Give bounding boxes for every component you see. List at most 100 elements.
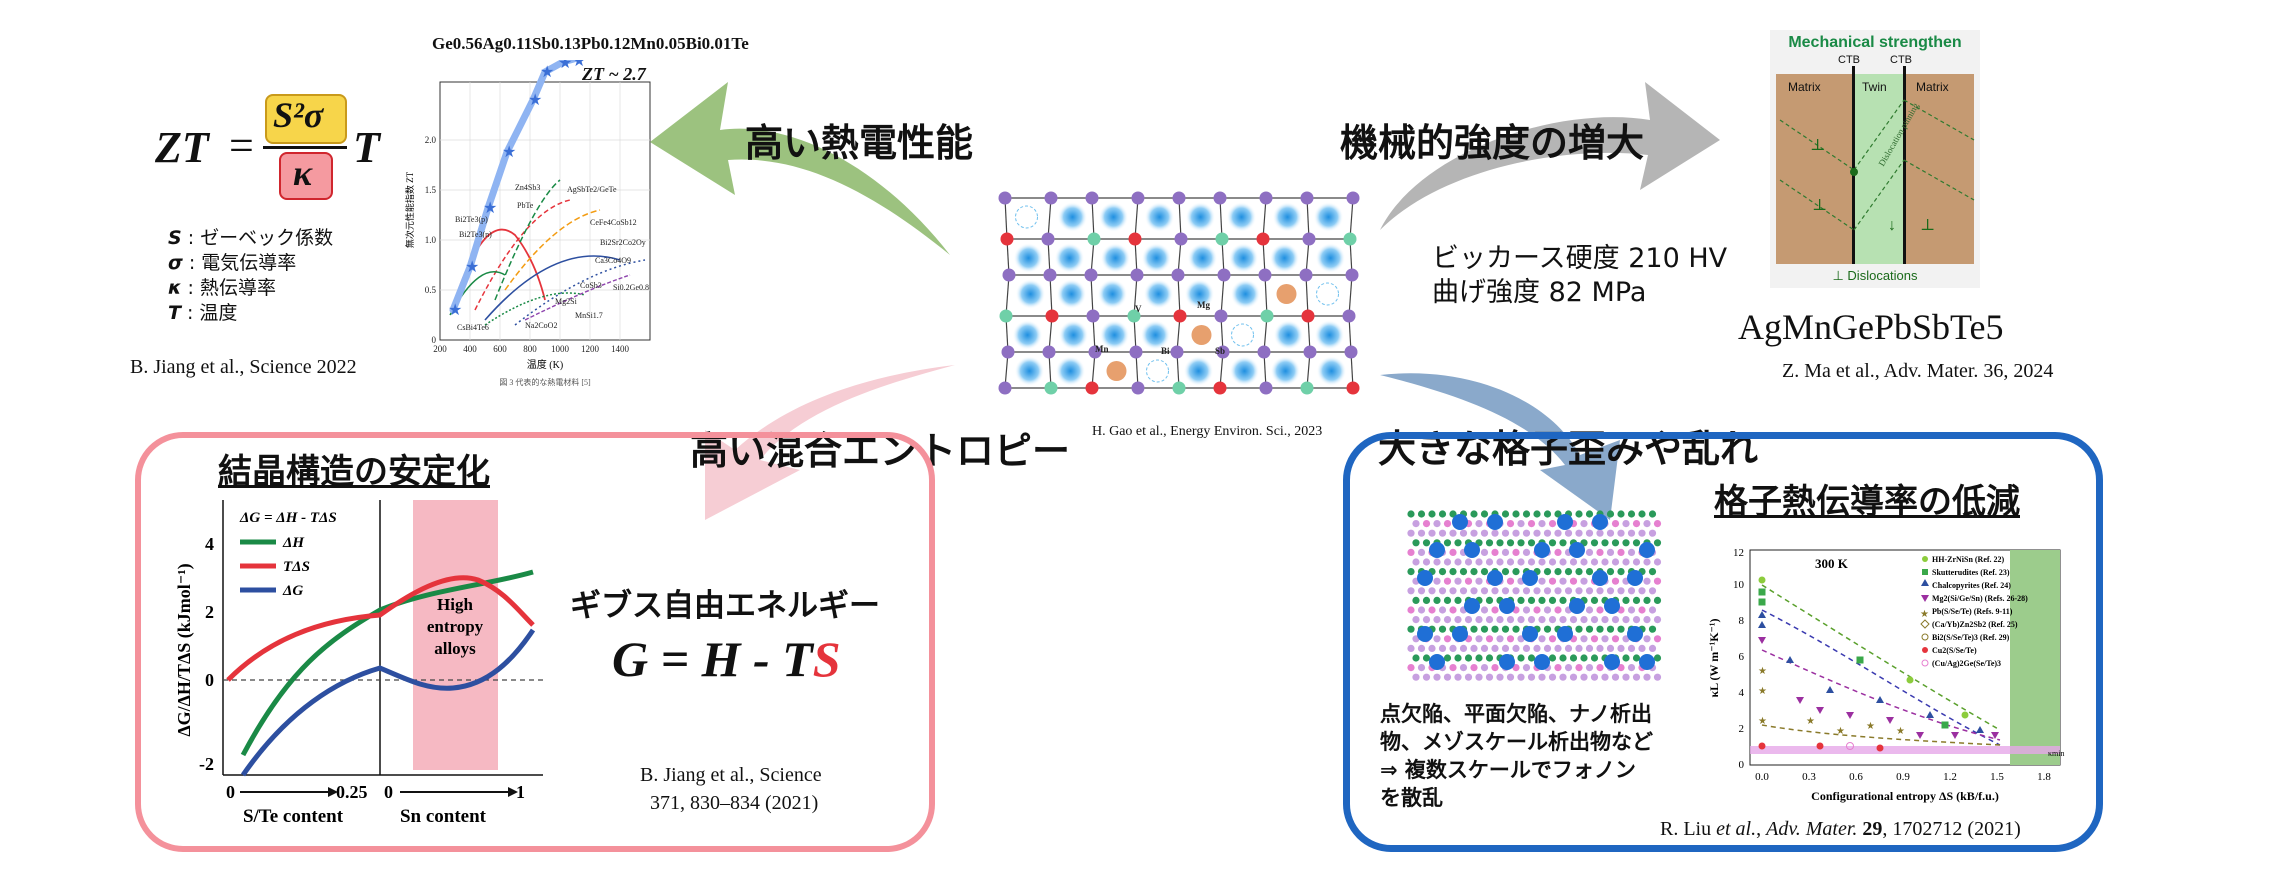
crystal-atom: [1543, 625, 1552, 633]
crystal-atom: [1580, 616, 1588, 624]
stab-chart: High entropy alloys ΔG = ΔH - TΔS ΔH TΔS…: [174, 500, 543, 827]
stab-xlabel-left: S/Te content: [243, 806, 344, 827]
lattice-cell-atom: [1015, 279, 1046, 309]
crystal-large-atom: [1464, 598, 1480, 614]
crystal-atom: [1454, 596, 1462, 604]
crystal-atom: [1585, 664, 1594, 672]
lat-title: 格子熱伝導率の低減: [1714, 482, 2020, 522]
crystal-atom: [1512, 625, 1520, 633]
crystal-atom: [1653, 577, 1662, 585]
crystal-atom: [1506, 616, 1515, 624]
kappa-point: [1856, 656, 1864, 664]
lattice-bond: [1178, 197, 1182, 240]
crystal-large-atom: [1627, 626, 1643, 642]
crystal-atom: [1617, 587, 1625, 595]
lattice-cell-atom: [1055, 356, 1086, 386]
crystal-atom: [1543, 606, 1552, 614]
svg-text:600: 600: [493, 344, 507, 354]
svg-text:Bi2Te3(n): Bi2Te3(n): [459, 230, 492, 239]
kappa-point: ★: [1758, 686, 1767, 697]
kappa-chart: κmin 300 K ★★★★★★★ HH-ZrNiSn (Ref. 22) S…: [1707, 547, 2064, 803]
lattice-node-atom: [1344, 345, 1358, 359]
crystal-atom: [1428, 587, 1436, 595]
lattice-cell-atom: [1097, 279, 1128, 309]
lattice-bond: [1005, 274, 1010, 317]
zt-legend-sigma: σ: 電気伝導率: [168, 252, 297, 274]
crystal-atom: [1554, 568, 1562, 576]
hea-series-line: [449, 60, 580, 314]
lattice-bond: [1004, 197, 1008, 240]
lattice-cell-atom: [1100, 243, 1131, 273]
crystal-atom: [1590, 616, 1599, 624]
top-chart-frame: [439, 81, 651, 341]
crystal-large-atom: [1452, 514, 1468, 530]
crystal-atom: [1580, 654, 1588, 662]
center-lattice: V Mg Mn Bi Sb: [998, 191, 1360, 395]
svg-text:2.0: 2.0: [425, 135, 437, 145]
crystal-structure: [1407, 510, 1662, 681]
crystal-atom: [1564, 587, 1573, 595]
kmin-label: κmin: [2048, 749, 2064, 758]
crystal-atom: [1480, 644, 1489, 652]
svg-text:1.2: 1.2: [1943, 771, 1957, 783]
crystal-atom: [1643, 616, 1651, 624]
gibbs-eq-g: G: [612, 631, 649, 687]
crystal-atom: [1638, 529, 1646, 537]
crystal-atom: [1527, 654, 1536, 662]
crystal-atom: [1517, 616, 1525, 624]
lattice-bond: [1264, 274, 1268, 317]
lattice-node-atom: [1088, 345, 1102, 359]
crystal-atom: [1527, 558, 1536, 566]
zt-lhs: ZT: [155, 123, 209, 172]
lattice-node-atom: [1300, 381, 1314, 395]
crystal-atom: [1464, 577, 1473, 585]
crystal-atom: [1506, 673, 1515, 681]
crystal-atom: [1585, 568, 1594, 576]
crystal-atom: [1559, 577, 1567, 585]
zt-fraction-line: [263, 146, 347, 149]
crystal-atom: [1653, 654, 1662, 662]
svg-text:Ca3Co4O9: Ca3Co4O9: [595, 256, 631, 265]
gibbs-label: ギブス自由エネルギー: [570, 588, 880, 624]
crystal-atom: [1417, 548, 1426, 556]
crystal-atom: [1627, 510, 1636, 518]
svg-text:0.9: 0.9: [1896, 771, 1910, 783]
crystal-atom: [1501, 548, 1510, 556]
lattice-cell-atom: [1099, 320, 1130, 350]
lattice-node-atom: [1171, 268, 1185, 282]
svg-text:HH-ZrNiSn (Ref. 22): HH-ZrNiSn (Ref. 22): [1932, 555, 2005, 564]
top-chart-title: Ge0.56Ag0.11Sb0.13Pb0.12Mn0.05Bi0.01Te: [432, 34, 749, 53]
crystal-atom: [1491, 587, 1499, 595]
lattice-cell-atom: [1316, 282, 1339, 306]
lattice-node-atom: [1216, 345, 1230, 359]
crystal-atom: [1554, 606, 1562, 614]
crystal-atom: [1438, 568, 1447, 576]
mech-matrix-left-bg: [1776, 74, 1854, 264]
svg-text:1.0: 1.0: [425, 235, 437, 245]
lattice-nodes: [998, 191, 1360, 395]
crystal-atom: [1449, 606, 1457, 614]
crystal-atom: [1433, 596, 1441, 604]
lattice-node-atom: [1042, 345, 1056, 359]
crystal-atom: [1622, 654, 1630, 662]
lattice-bond: [1219, 197, 1223, 240]
crystal-atom: [1548, 520, 1557, 528]
crystal-atom: [1538, 558, 1546, 566]
kappa-point: [1758, 576, 1766, 584]
svg-text:⊥: ⊥: [1810, 137, 1825, 154]
crystal-atom: [1417, 529, 1426, 537]
crystal-atom: [1648, 644, 1657, 652]
lattice-bond: [1348, 274, 1353, 317]
hea-band: [413, 500, 498, 770]
crystal-atom: [1617, 625, 1625, 633]
crystal-atom: [1653, 673, 1662, 681]
crystal-atom: [1407, 625, 1415, 633]
crystal-atom: [1590, 673, 1599, 681]
crystal-atom: [1443, 635, 1452, 643]
crystal-atom: [1533, 644, 1541, 652]
crystal-atom: [1506, 558, 1515, 566]
crystal-atom: [1548, 616, 1557, 624]
crystal-atom: [1617, 644, 1625, 652]
crystal-atom: [1554, 529, 1562, 537]
svg-text:12: 12: [1733, 547, 1744, 559]
